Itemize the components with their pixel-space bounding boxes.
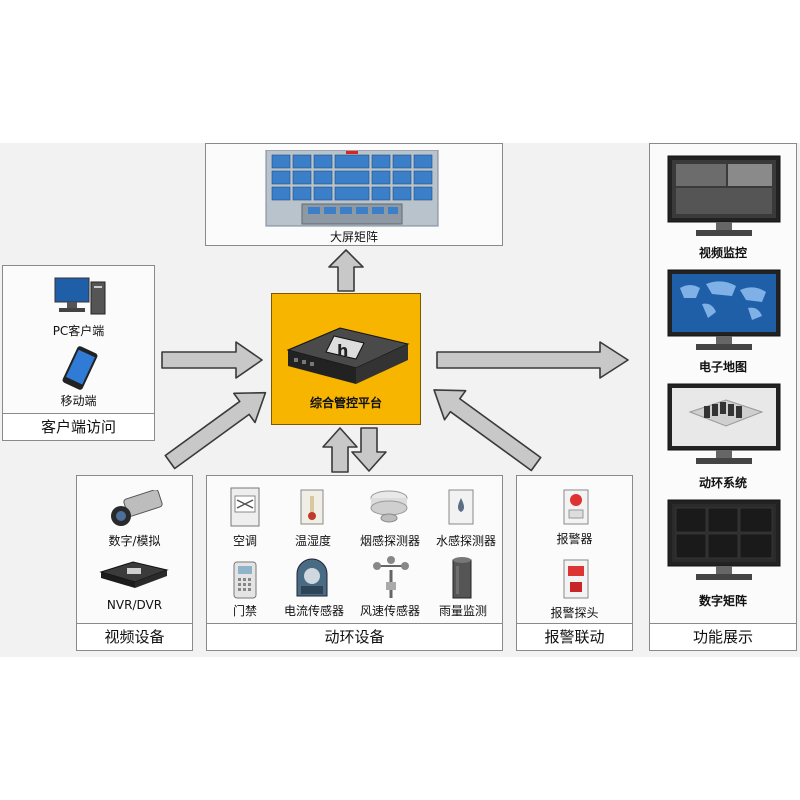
nvr-dvr-label: NVR/DVR — [106, 598, 163, 612]
env-label-3: 水感探测器 — [435, 534, 496, 548]
client-access-caption: 客户端访问 — [3, 413, 154, 440]
anemometer-icon — [373, 556, 409, 598]
video-wall-label: 大屏矩阵 — [329, 230, 378, 244]
svg-text:h: h — [337, 341, 348, 360]
func-label-0: 视频监控 — [698, 246, 747, 260]
alarm-probe-label: 报警探头 — [550, 606, 599, 620]
environment-devices-panel: 空调 温湿度 烟感探测器 水感探测器 门禁 电流传感器 风速传感器 — [206, 475, 503, 651]
platform-label: 综合管控平台 — [309, 396, 382, 410]
monitor-map-icon — [667, 269, 781, 350]
func-label-1: 电子地图 — [698, 360, 747, 374]
env-label-5: 电流传感器 — [283, 604, 344, 618]
camera-icon — [111, 490, 163, 526]
video-wall-icon — [265, 150, 439, 227]
env-label-4: 门禁 — [232, 604, 257, 618]
alarm-linkage-caption: 报警联动 — [517, 623, 632, 650]
env-label-6: 风速传感器 — [359, 604, 420, 618]
mobile-label: 移动端 — [60, 394, 97, 408]
monitor-3d-room-icon — [667, 383, 781, 464]
client-access-panel: PC客户端 移动端 客户端访问 — [2, 265, 155, 441]
pc-client-label: PC客户端 — [52, 324, 105, 338]
desktop-pc-icon — [54, 277, 106, 315]
func-label-2: 动环系统 — [698, 476, 747, 490]
alarm-linkage-panel: 报警器 报警探头 报警联动 — [516, 475, 633, 651]
thermometer-icon — [300, 489, 324, 525]
arrow-env-to-platform — [322, 427, 358, 473]
alarm-icon — [563, 489, 589, 525]
environment-devices-caption: 动环设备 — [207, 623, 502, 650]
water-sensor-icon — [448, 489, 474, 525]
monitor-matrix-icon — [667, 499, 781, 580]
video-devices-panel: 数字/模拟 NVR/DVR 视频设备 — [76, 475, 193, 651]
nvr-icon — [99, 561, 169, 588]
arrow-platform-to-env — [351, 427, 387, 472]
rain-gauge-icon — [452, 557, 472, 599]
functions-panel: 视频监控 电子地图 动环系统 数字矩阵 功能 — [649, 143, 797, 651]
digital-analog-label: 数字/模拟 — [108, 534, 161, 548]
arrow-platform-to-functions — [436, 341, 629, 379]
arrow-client-to-platform — [161, 341, 263, 379]
video-devices-caption: 视频设备 — [77, 623, 192, 650]
alarm-label: 报警器 — [556, 532, 593, 546]
smartphone-icon — [62, 346, 98, 390]
arrow-alarm-to-platform — [433, 389, 542, 472]
server-rack-icon: h — [286, 327, 410, 384]
func-label-3: 数字矩阵 — [698, 594, 747, 608]
env-label-1: 温湿度 — [294, 534, 331, 548]
current-sensor-icon — [296, 558, 328, 597]
env-label-2: 烟感探测器 — [359, 534, 420, 548]
env-label-7: 雨量监测 — [438, 604, 487, 618]
functions-caption: 功能展示 — [650, 623, 796, 650]
arrow-video-to-platform — [164, 391, 267, 470]
monitor-video-icon — [667, 155, 781, 236]
arrow-platform-to-wall — [328, 249, 364, 292]
video-wall-panel: 大屏矩阵 — [205, 143, 503, 246]
alarm-probe-icon — [563, 559, 589, 599]
air-conditioner-icon — [230, 487, 260, 527]
smoke-detector-icon — [370, 490, 408, 523]
access-control-icon — [233, 561, 257, 599]
integrated-control-platform[interactable]: h 综合管控平台 — [271, 293, 421, 425]
env-label-0: 空调 — [232, 534, 257, 548]
